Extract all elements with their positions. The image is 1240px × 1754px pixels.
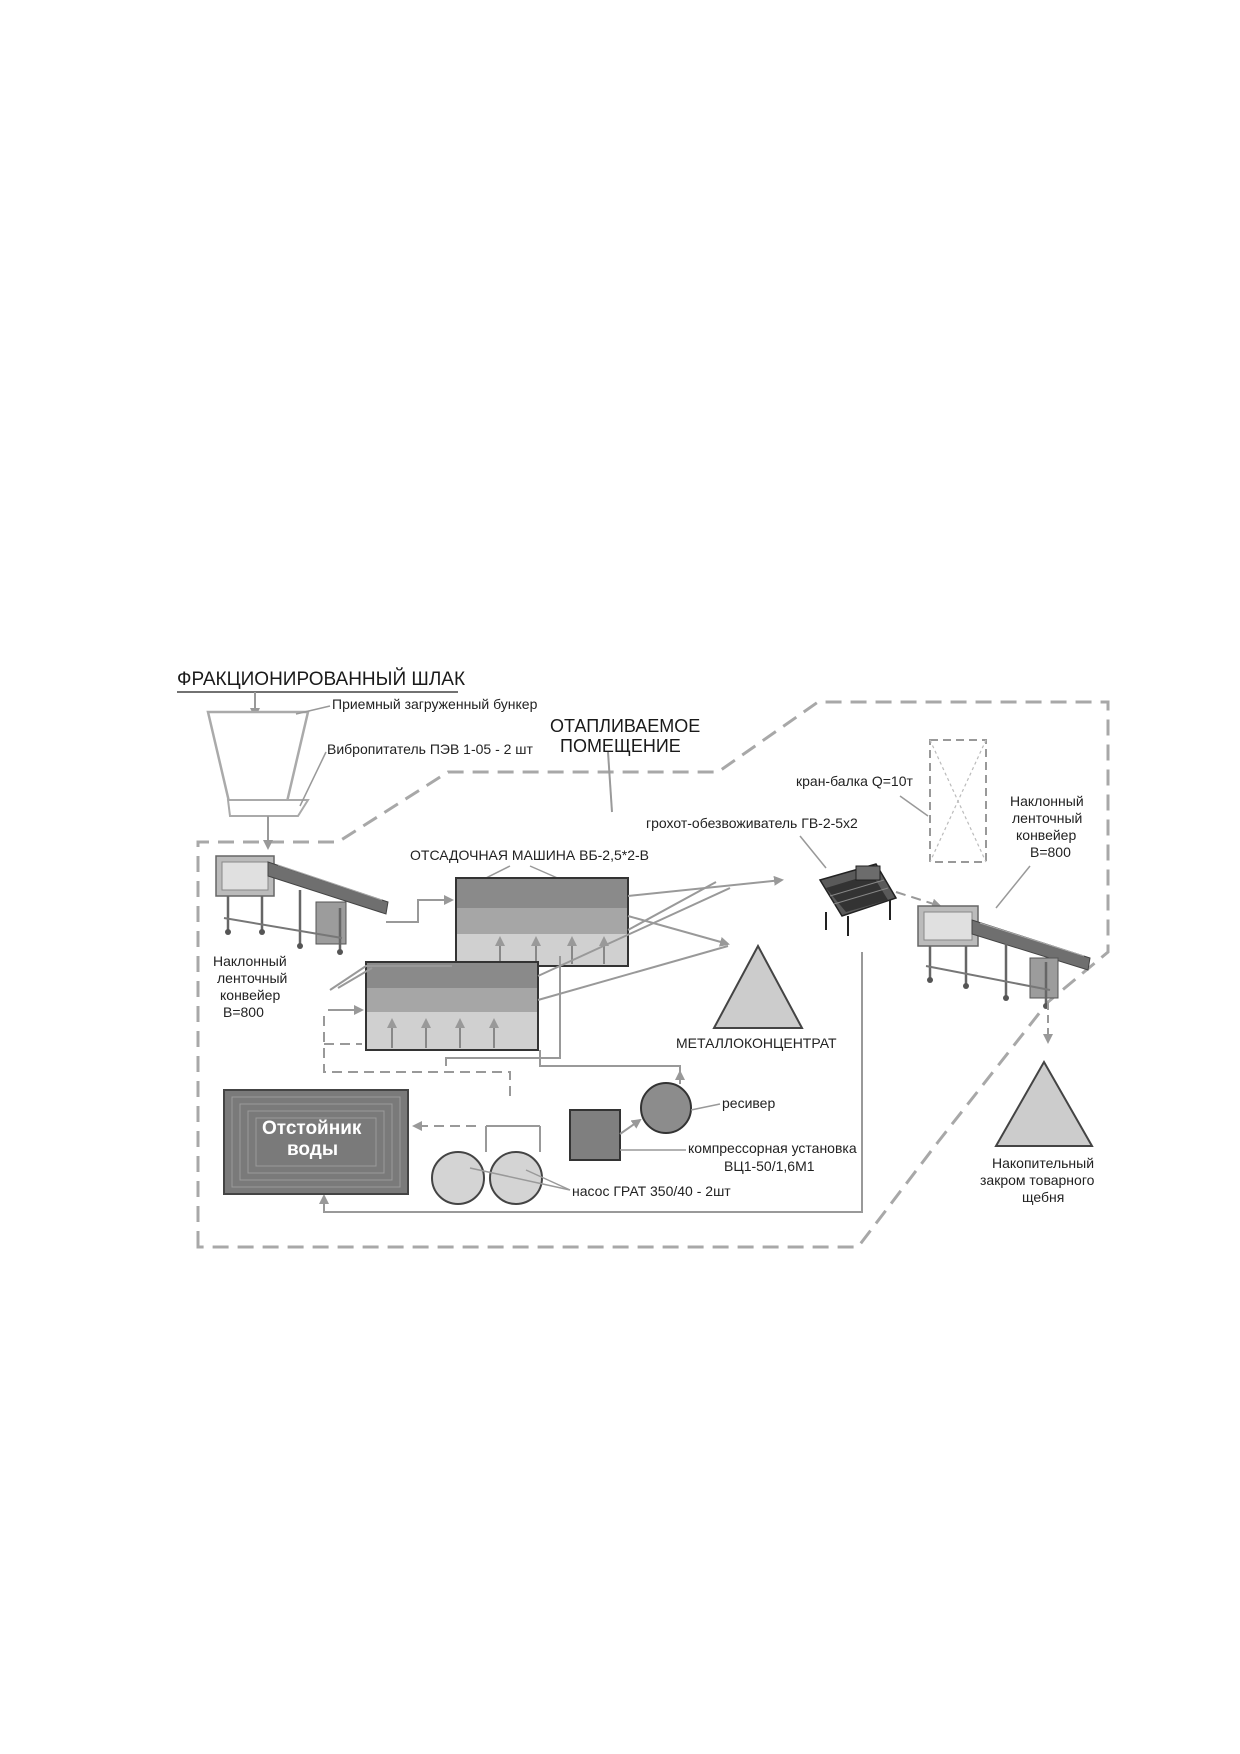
stockpile-label-line1: Накопительный [992, 1155, 1094, 1171]
feeder-label: Вибропитатель ПЭВ 1-05 - 2 шт [327, 741, 534, 757]
jig-machine-label: ОТСАДОЧНАЯ МАШИНА ВБ-2,5*2-В [410, 847, 649, 863]
heated-room-boundary [196, 700, 1110, 1249]
lower-jig-to-metal [537, 945, 729, 1001]
crane-label: кран-балка Q=10т [796, 773, 913, 789]
crane-pointer [899, 795, 929, 817]
jig-water-drain [445, 956, 561, 1066]
vibrating-screen-icon [818, 863, 898, 936]
receiver-pointer [690, 1103, 721, 1111]
flow-split-upper [329, 965, 452, 991]
flow-conveyor-to-lower-jig [337, 967, 373, 989]
conveyor-left-label-2: ленточный [217, 970, 287, 986]
bunker-label: Приемный загруженный бункер [332, 696, 538, 712]
screen-water-return [319, 952, 863, 1213]
bunker-pointer [295, 705, 331, 715]
compressor-unit [569, 1109, 621, 1161]
tank-label-line2: воды [287, 1139, 338, 1160]
pump-1 [431, 1151, 485, 1205]
conveyor-left-label-1: Наклонный [213, 953, 287, 969]
water-supply-dashed [323, 1016, 511, 1102]
conveyor-right-label-1: Наклонный [1010, 793, 1084, 809]
screen-to-right-conveyor [895, 891, 942, 909]
receiver-label: ресивер [722, 1095, 775, 1111]
heated-room-pointer [607, 751, 613, 813]
screen-label: грохот-обезвоживатель ГВ-2-5х2 [646, 815, 858, 831]
conveyor-right-label-4: В=800 [1030, 844, 1071, 860]
conveyor-right-label-2: ленточный [1012, 810, 1082, 826]
jig-machine-upper [455, 877, 629, 967]
conveyor-right-pointer [995, 865, 1031, 909]
compressor-label-line2: ВЦ1-50/1,6М1 [724, 1158, 815, 1174]
flow-conveyor-to-upper-jig [386, 895, 454, 923]
crane-icon [929, 739, 987, 863]
diagram-title: ФРАКЦИОНИРОВАННЫЙ ШЛАК [177, 668, 465, 690]
metal-concentrate-label: МЕТАЛЛОКОНЦЕНТРАТ [676, 1035, 837, 1051]
vibrating-feeder [226, 799, 310, 817]
feeder-pointer [299, 751, 327, 807]
crushed-stone-stockpile [994, 1059, 1094, 1147]
receiving-bunker [206, 710, 310, 808]
conveyor-icon-right [917, 905, 1091, 1009]
metal-concentrate-pile [712, 943, 804, 1029]
conveyor-right-label-3: конвейер [1016, 827, 1076, 843]
jig-machine-lower [365, 961, 539, 1051]
lower-jig-to-screen [537, 887, 731, 977]
stockpile-label-line3: щебня [1022, 1189, 1064, 1205]
stockpile-label-line2: закром товарного [980, 1172, 1095, 1188]
conveyor-left-label-3: конвейер [220, 987, 280, 1003]
pump-pointer-1 [469, 1167, 571, 1191]
tank-label-line1: Отстойник [262, 1118, 362, 1139]
conveyor-icon [215, 855, 389, 955]
pump-pointer-2 [525, 1169, 571, 1191]
water-settling-tank [223, 1089, 409, 1195]
jig-cross-1 [627, 881, 717, 931]
compressor-to-receiver [619, 1118, 642, 1135]
screen-pointer [799, 835, 827, 869]
heated-room-label-line2: ПОМЕЩЕНИЕ [560, 736, 681, 756]
heated-room-label-line1: ОТАПЛИВАЕМОЕ [550, 716, 700, 736]
conveyor-left-label-4: В=800 [223, 1004, 264, 1020]
compressor-label-line1: компрессорная установка [688, 1140, 857, 1156]
pump-label: насос ГРАТ 350/40 - 2шт [572, 1183, 731, 1199]
air-receiver [640, 1082, 692, 1134]
upper-jig-to-metal [627, 915, 730, 947]
